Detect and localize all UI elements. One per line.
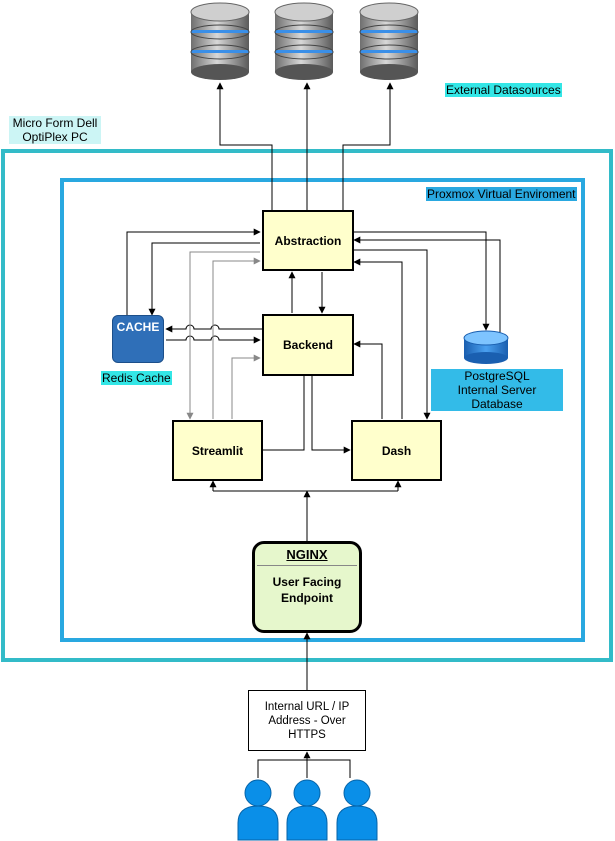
user-icon [286,779,328,841]
database-icon [190,2,250,81]
nginx-subtitle-line1: User Facing [272,575,342,589]
host-pc-label-line2: OptiPlex PC [22,130,88,144]
proxmox-label: Proxmox Virtual Enviroment [426,187,577,201]
user-icon [237,779,279,841]
streamlit-label: Streamlit [191,443,244,458]
proxmox-boundary [60,178,585,642]
nginx-node: NGINX User Facing Endpoint [252,541,362,633]
external-links [216,82,394,211]
host-pc-label-line1: Micro Form Dell [12,116,98,130]
streamlit-grey-links [186,251,261,420]
internal-url-line2: Address - Over [268,714,346,727]
cache-icon-text: CACHE [116,320,160,334]
nginx-divider [257,565,357,566]
abstraction-label: Abstraction [274,233,342,248]
postgres-icon [463,330,509,364]
nginx-subtitle: User Facing Endpoint [255,566,359,606]
abstraction-node: Abstraction [262,210,354,271]
internal-url-line3: HTTPS [288,728,326,741]
host-pc-label: Micro Form Dell OptiPlex PC [9,116,101,144]
backend-node: Backend [262,314,354,376]
cache-icon: CACHE [112,315,164,363]
redis-cache-label: Redis Cache [101,371,172,385]
external-datasources-label: External Datasources [445,83,562,97]
dash-node: Dash [351,420,442,481]
backend-label: Backend [282,338,334,352]
database-icon [274,2,334,81]
internal-url-line1: Internal URL / IP [264,700,350,713]
internal-url-node: Internal URL / IP Address - Over HTTPS [248,690,366,751]
database-icon [359,2,419,81]
streamlit-node: Streamlit [172,420,263,481]
postgres-label-line2: Internal Server Database [457,383,537,411]
nginx-subtitle-line2: Endpoint [281,591,333,605]
internal-links [126,228,501,778]
dash-label: Dash [381,443,412,458]
nginx-title: NGINX [286,547,328,562]
postgres-label: PostgreSQL Internal Server Database [431,369,563,411]
postgres-label-line1: PostgreSQL [464,369,530,383]
user-icon [336,779,378,841]
